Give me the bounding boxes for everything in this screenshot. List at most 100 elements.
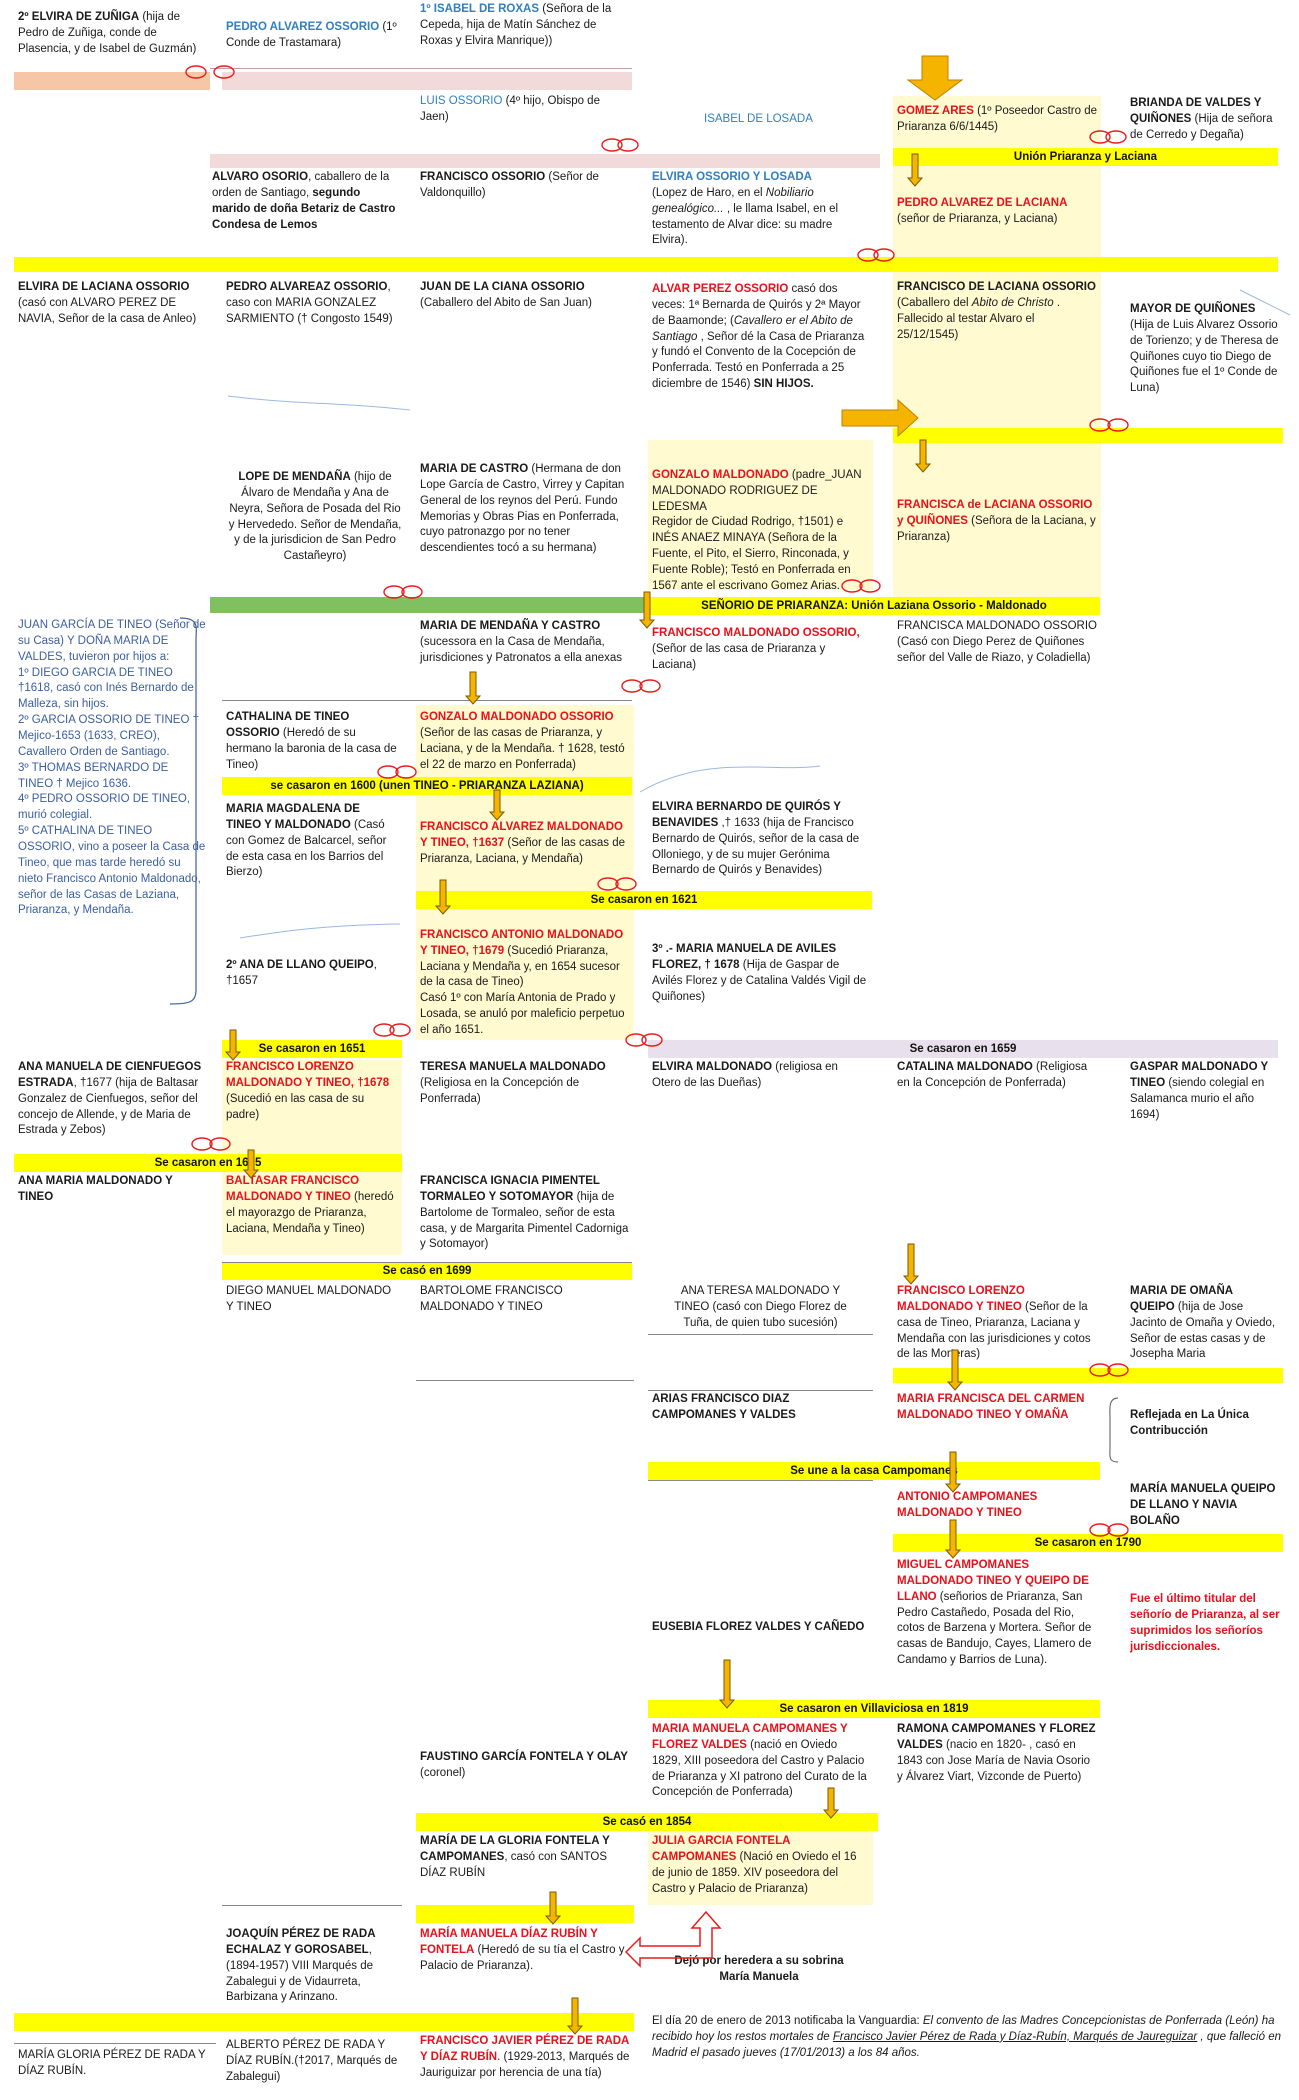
person-isabel-losada: ISABEL DE LOSADA: [704, 113, 813, 125]
person-note: (Religiosa en la Concepción de Ponferrad…: [897, 1061, 1088, 1089]
baltasar-bg: [222, 1170, 402, 1255]
person-ana-llano-queipo: 2º ANA DE LLANO QUEIPO, †1657: [222, 956, 402, 992]
down-arrow-icon: [488, 789, 506, 821]
scribble: [1239, 289, 1291, 316]
down-arrow-icon: [224, 1029, 242, 1061]
person-name: BRIANDA DE VALDES Y QUIÑONES: [1130, 97, 1262, 125]
band-mendana-green: [210, 597, 646, 613]
down-arrow-icon: [944, 1519, 962, 1559]
band-1790: Se casaron en 1790: [893, 1534, 1283, 1552]
person-note: (casó con ALVARO PEREZ DE NAVIA, Señor d…: [18, 296, 197, 325]
person-maria-manuela-diaz-rubin: MARÍA MANUELA DÍAZ RUBÍN Y FONTELA (Here…: [416, 1925, 634, 1977]
person-name: ELVIRA OSSORIO Y LOSADA: [652, 171, 812, 183]
person-name: MARÍA MANUELA DÍAZ RUBÍN Y FONTELA: [420, 1928, 598, 1956]
band-1651: Se casaron en 1651: [222, 1040, 402, 1058]
person-alberto-perez-rada: ALBERTO PÉREZ DE RADA Y DÍAZ RUBÍN.(†201…: [226, 2039, 398, 2083]
person-name: MARIA MANUELA CAMPOMANES Y FLOREZ VALDES: [652, 1723, 848, 1751]
band-senorio: SEÑORIO DE PRIARANZA: Unión Laziana Osso…: [648, 597, 1100, 615]
person-note: , le llama Isabel, en el testamento de A…: [652, 202, 839, 247]
person-name: GOMEZ ARES: [897, 105, 974, 117]
person-note: (1º Conde de Trastamara): [226, 21, 397, 49]
down-arrow-icon: [718, 1659, 736, 1709]
person-francisco-javier: FRANCISCO JAVIER PÉREZ DE RADA Y DÍAZ RU…: [416, 2032, 634, 2084]
person-note: (nacio en 1820- , casó en 1843 con Jose …: [897, 1738, 1091, 1783]
person-diego-manuel: DIEGO MANUEL MALDONADO Y TINEO: [226, 1285, 392, 1313]
person-name: 2º ELVIRA DE ZUÑIGA: [18, 11, 140, 23]
scribble: [227, 395, 411, 411]
person-name: ELVIRA MALDONADO: [652, 1061, 773, 1073]
person-antonio-campomanes: ANTONIO CAMPOMANES MALDONADO Y TINEO: [893, 1488, 1101, 1524]
person-luis-ossorio: LUIS OSSORIO (4º hijo, Obispo de Jaen): [416, 92, 628, 128]
person-maria-mendana: MARIA DE MENDAÑA Y CASTRO(sucessora en l…: [416, 617, 634, 669]
person-name: ELVIRA BERNARDO DE QUIRÓS Y BENAVIDES: [652, 801, 841, 829]
person-name: CATHALINA DE TINEO OSSORIO: [226, 711, 350, 739]
band-perez-rada: [14, 2013, 634, 2031]
person-note-italic: Abito de Christo: [971, 296, 1054, 309]
person-francisca-laciana: FRANCISCA de LACIANA OSSORIO y QUIÑONES …: [893, 496, 1101, 548]
person-maria-castro: MARIA DE CASTRO (Hermana de don Lope Gar…: [416, 460, 634, 559]
person-alvaro-osorio: ALVARO OSORIO, caballero de la orden de …: [208, 168, 404, 235]
person-note: , †1677 (hija de Baltasar Gonzalez de Ci…: [18, 1076, 199, 1137]
person-name: CATALINA MALDONADO: [897, 1061, 1033, 1073]
person-name: FRANCISCO ANTONIO MALDONADO Y TINEO, †16…: [420, 928, 624, 957]
person-name: FRANCISCO LORENZO MALDONADO Y TINEO, †16…: [226, 1061, 390, 1089]
person-name: 1º ISABEL DE ROXAS: [420, 3, 540, 15]
maria-manuela-c-bg: [648, 1820, 873, 1905]
person-note: , (1894-1957) VIII Marqués de Zabalegui …: [226, 1943, 374, 2004]
person-maria-francisca-carmen: MARIA FRANCISCA DEL CARMEN MALDONADO TIN…: [893, 1390, 1101, 1426]
news-text-underline: Francisco Javier Pérez de Rada y Díaz-Ru…: [832, 2030, 1198, 2043]
person-name: LUIS OSSORIO: [420, 95, 503, 107]
marriage-rings: [185, 65, 1129, 1537]
person-name: RAMONA CAMPOMANES Y FLOREZ VALDES: [897, 1723, 1096, 1751]
person-francisco-alvarez-maldonado: FRANCISCO ALVAREZ MALDONADO Y TINEO, †16…: [416, 818, 634, 870]
separator: [648, 1334, 873, 1335]
person-note: (4º hijo, Obispo de Jaen): [420, 95, 600, 123]
news-note: El día 20 de enero de 2013 notificaba la…: [648, 2012, 1288, 2064]
person-cathalina-tineo: CATHALINA DE TINEO OSSORIO (Heredó de su…: [222, 708, 402, 775]
person-note: (heredó el mayorazgo de Priaranza, Lacia…: [226, 1190, 394, 1235]
band-1621: Se casaron en 1621: [416, 891, 872, 909]
band-union-priaranza: Unión Priaranza y Laciana: [893, 148, 1278, 166]
person-elvira-maldonado: ELVIRA MALDONADO (religiosa en Otero de …: [648, 1058, 873, 1094]
person-note: (Heredó de su tía el Castro y Palacio de…: [420, 1943, 625, 1972]
person-note: (Hija de Gaspar de Avilés Florez y de Ca…: [652, 958, 867, 1003]
person-note: (Lopez de Haro, en el: [652, 186, 766, 199]
down-arrow-icon: [434, 879, 452, 915]
separator: [416, 1380, 634, 1381]
person-note: , casó con SANTOS DÍAZ RUBÍN: [420, 1850, 608, 1879]
person-francisco-laciana: FRANCISCO DE LACIANA OSSORIO(Caballero d…: [893, 278, 1101, 345]
roxas-bar: [222, 72, 632, 90]
person-catalina-maldonado: CATALINA MALDONADO (Religiosa en la Conc…: [893, 1058, 1101, 1094]
news-text-italic: , que falleció en Madrid el pasado jueve…: [652, 2030, 1281, 2059]
person-name: PEDRO ALVAREAZ OSSORIO: [226, 281, 388, 293]
bracket: [169, 617, 197, 1005]
person-note: (Nació en Oviedo el 16 de junio de 1859.…: [652, 1850, 857, 1895]
person-teresa-maldonado: TERESA MANUELA MALDONADO (Religiosa en l…: [416, 1058, 634, 1110]
person-name: JULIA GARCIA FONTELA CAMPOMANES: [652, 1835, 790, 1863]
down-arrows: [224, 153, 964, 2035]
person-note: (Sucedió en las casa de su padre): [226, 1092, 365, 1121]
person-note: , caso con MARIA GONZALEZ SARMIENTO († C…: [226, 281, 393, 325]
person-name: MARIA MAGDALENA DE TINEO Y MALDONADO: [226, 803, 360, 831]
maldonado-column-bg: [648, 440, 873, 590]
person-note: (Señora de la Cepeda, hija de Matín Sánc…: [420, 3, 612, 47]
person-name: ALVARO OSORIO: [212, 171, 309, 183]
person-pedro-alvarez-laciana: PEDRO ALVAREZ DE LACIANA(señor de Priara…: [893, 194, 1101, 230]
person-name: FRANCISCO OSSORIO: [420, 171, 546, 183]
person-name: ANA MARIA MALDONADO Y TINEO: [18, 1175, 173, 1203]
right-arrow-icon: [841, 398, 919, 438]
person-note: (Señora de la Laciana, y Priaranza): [897, 514, 1096, 543]
person-note: (hijo de Álvaro de Mendaña y Ana de Neyr…: [228, 471, 402, 563]
person-note: , caballero de la orden de Santiago,: [212, 171, 390, 199]
person-name: FRANCISCA de LACIANA OSSORIO y QUIÑONES: [897, 499, 1093, 527]
person-name: MARIA DE CASTRO: [420, 463, 529, 475]
person-name: GONZALO MALDONADO: [652, 468, 789, 481]
francisco-lorenzo-bg: [222, 1060, 402, 1155]
person-pedro-alvareaz: PEDRO ALVAREAZ OSSORIO, caso con MARIA G…: [222, 278, 412, 330]
person-juan-ciana: JUAN DE LA CIANA OSSORIO(Caballero del A…: [416, 278, 628, 314]
person-ana-cienfuegos: ANA MANUELA DE CIENFUEGOS ESTRADA, †1677…: [14, 1058, 210, 1141]
person-note: (Señor de la casa de Tineo, Priaranza, L…: [897, 1300, 1091, 1361]
down-arrow-icon: [242, 1149, 260, 1179]
separator: [648, 1390, 873, 1391]
person-name: ALVAR PEREZ OSSORIO: [652, 283, 789, 295]
